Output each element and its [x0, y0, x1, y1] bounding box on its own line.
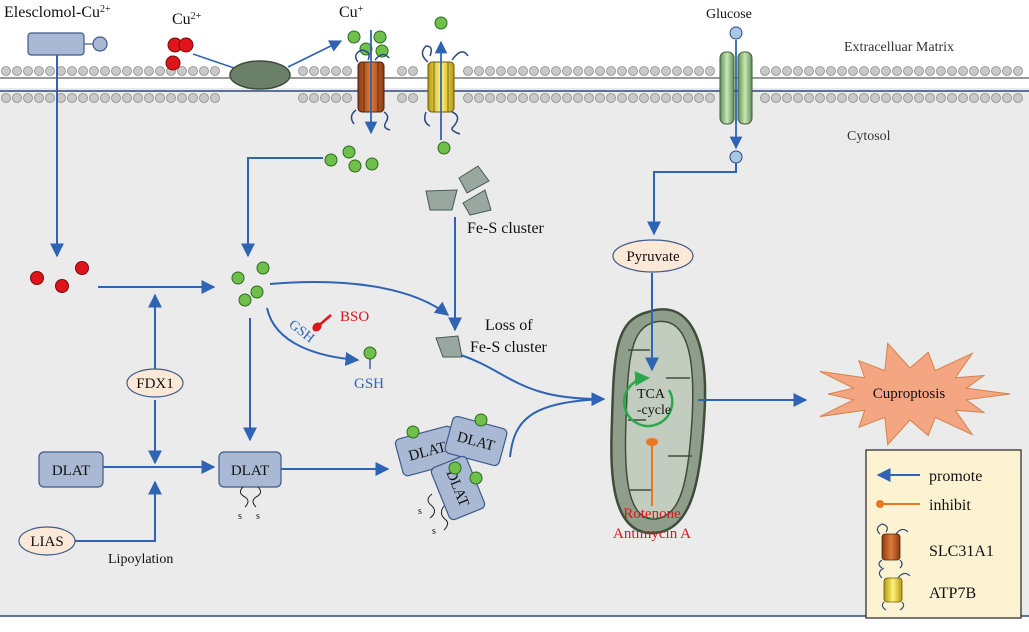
slc31a1-transporter: [350, 30, 391, 135]
legend-promote: promote: [929, 468, 982, 485]
pyruvate-node: [612, 239, 694, 273]
fdx1-label: FDX1: [136, 376, 174, 392]
cuproptosis-label: Cuproptosis: [873, 386, 946, 402]
arrow-glucose-to-pyruvate: [647, 163, 737, 236]
arrow-reduction: [287, 40, 343, 68]
arrow-cu-to-fes: [269, 281, 450, 316]
arrow-oligomer-to-mito: [509, 398, 605, 458]
legend-inhibit: inhibit: [929, 497, 971, 514]
atp7b-transporter: [421, 40, 469, 155]
fe-s-lost-cluster: [435, 335, 463, 358]
cu2-ions-cytosol: [30, 261, 89, 293]
gsh-label: GSH: [354, 376, 384, 392]
lias-label: LIAS: [30, 534, 63, 550]
fe-s-clusters: [425, 165, 492, 216]
pyruvate-label: Pyruvate: [626, 249, 680, 265]
arrow-loss-to-mito: [460, 354, 606, 407]
sulfur-label-3: s: [418, 506, 422, 517]
arrow-cu-to-gsh: [266, 307, 360, 366]
sulfur-label-1: s: [238, 511, 242, 522]
cu1-label: Cu+: [339, 4, 364, 22]
cu2-label: Cu2+: [172, 11, 202, 29]
elesclomol-label: Elesclomol-Cu2+: [4, 4, 111, 22]
legend-atp7b-icon: [878, 567, 911, 611]
sulfur-label-2: s: [256, 511, 260, 522]
rotenone-label: Rotenone: [623, 506, 681, 522]
legend: promote inhibit SLC31A1 ATP7B: [865, 449, 1022, 619]
cytosol-background: [0, 88, 1029, 616]
cu1-pool: [231, 261, 270, 307]
extracellular-label: Extracelluar Matrix: [844, 40, 954, 55]
dlat-label: DLAT: [52, 463, 90, 479]
loss-label-line2: Fe-S cluster: [470, 339, 548, 356]
tca-label-line2: -cycle: [637, 403, 671, 418]
tca-cycle-ring: [622, 371, 674, 428]
cell-membrane: [0, 66, 1029, 103]
cytosol-label: Cytosol: [847, 129, 891, 144]
cu1-ions-cytosol: [324, 145, 379, 173]
glucose-label: Glucose: [706, 7, 752, 22]
bso-label: BSO: [340, 309, 369, 325]
sulfur-label-4: s: [432, 526, 436, 537]
cu1-ions-outside: [347, 16, 448, 58]
lipoylation-label: Lipoylation: [108, 552, 173, 567]
legend-atp7b: ATP7B: [929, 585, 976, 602]
arrow-lias: [75, 480, 162, 542]
elesclomol-molecule: [27, 32, 85, 56]
loss-label-line1: Loss of: [485, 317, 533, 334]
cuproptosis-burst: [819, 342, 1011, 446]
legend-slc31a1: SLC31A1: [929, 543, 994, 560]
legend-slc31a1-icon: [876, 523, 909, 569]
mitochondrion: [610, 308, 707, 535]
dlat-oligomer: DLAT DLAT DLAT s s: [394, 413, 508, 537]
antimycin-label: Antimycin A: [613, 526, 691, 542]
glucose-transporter: [719, 51, 753, 125]
steap-reductase: [229, 60, 291, 90]
fes-cluster-label: Fe-S cluster: [467, 220, 545, 237]
dlat-lipoylated-label: DLAT: [231, 463, 269, 479]
fdx1-node: [126, 368, 184, 398]
tca-label-line1: TCA: [637, 387, 666, 402]
arrow-cu-to-pool: [241, 157, 323, 258]
dlat-node: [38, 451, 104, 488]
